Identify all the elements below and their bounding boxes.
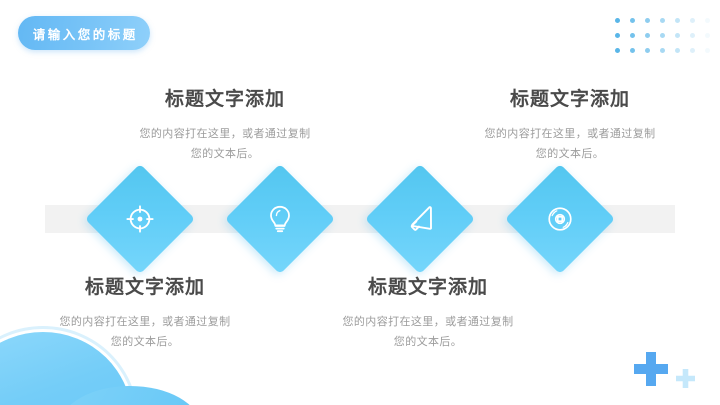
- target-icon: [123, 202, 157, 236]
- node-diamond-3[interactable]: [364, 163, 476, 275]
- node-title-1: 标题文字添加: [84, 277, 205, 298]
- node-title-3: 标题文字添加: [367, 277, 488, 298]
- dot-grid-dot: [630, 33, 635, 38]
- node-body-1: 您的内容打在这里，或者通过复制您的文本后。: [59, 315, 231, 349]
- lightbulb-icon: [263, 202, 297, 236]
- dot-grid-dot: [705, 18, 710, 23]
- node-text-block-1: 标题文字添加 您的内容打在这里，或者通过复制您的文本后。: [30, 276, 260, 352]
- node-diamond-2[interactable]: [224, 163, 336, 275]
- node-body-3: 您的内容打在这里，或者通过复制您的文本后。: [342, 315, 514, 349]
- plus-small-icon: [676, 369, 695, 388]
- plus-large-icon: [634, 352, 668, 386]
- dot-grid-dot: [645, 18, 650, 23]
- dot-grid-dot: [615, 33, 620, 38]
- dot-grid-dot: [645, 48, 650, 53]
- disc-icon: [543, 202, 577, 236]
- dot-grid-dot: [660, 18, 665, 23]
- dot-grid-dot: [690, 33, 695, 38]
- cloud-blob-tail: [60, 386, 200, 405]
- dot-grid-dot: [615, 48, 620, 53]
- node-body-2: 您的内容打在这里，或者通过复制您的文本后。: [139, 127, 311, 161]
- dot-grid-dot: [645, 33, 650, 38]
- dot-grid-dot: [630, 48, 635, 53]
- dot-grid-dot: [675, 33, 680, 38]
- dot-grid-dot: [690, 48, 695, 53]
- dot-grid-dot: [705, 48, 710, 53]
- node-title-2: 标题文字添加: [164, 89, 285, 110]
- node-text-block-2: 标题文字添加 您的内容打在这里，或者通过复制您的文本后。: [110, 88, 340, 164]
- megaphone-icon: [403, 202, 437, 236]
- dot-grid-dot: [615, 18, 620, 23]
- slide-title-pill[interactable]: 请输入您的标题: [18, 16, 150, 50]
- node-diamond-4[interactable]: [504, 163, 616, 275]
- node-body-4: 您的内容打在这里，或者通过复制您的文本后。: [484, 127, 656, 161]
- node-title-4: 标题文字添加: [509, 89, 630, 110]
- node-text-block-3: 标题文字添加 您的内容打在这里，或者通过复制您的文本后。: [313, 276, 543, 352]
- dot-grid-dot: [675, 18, 680, 23]
- dot-grid-dot: [660, 33, 665, 38]
- node-diamond-1[interactable]: [84, 163, 196, 275]
- dot-grid-dot: [690, 18, 695, 23]
- dot-grid: [615, 18, 715, 58]
- dot-grid-dot: [660, 48, 665, 53]
- dot-grid-dot: [675, 48, 680, 53]
- dot-grid-dot: [630, 18, 635, 23]
- node-text-block-4: 标题文字添加 您的内容打在这里，或者通过复制您的文本后。: [455, 88, 685, 164]
- slide-title-text: 请输入您的标题: [32, 27, 138, 42]
- dot-grid-dot: [705, 33, 710, 38]
